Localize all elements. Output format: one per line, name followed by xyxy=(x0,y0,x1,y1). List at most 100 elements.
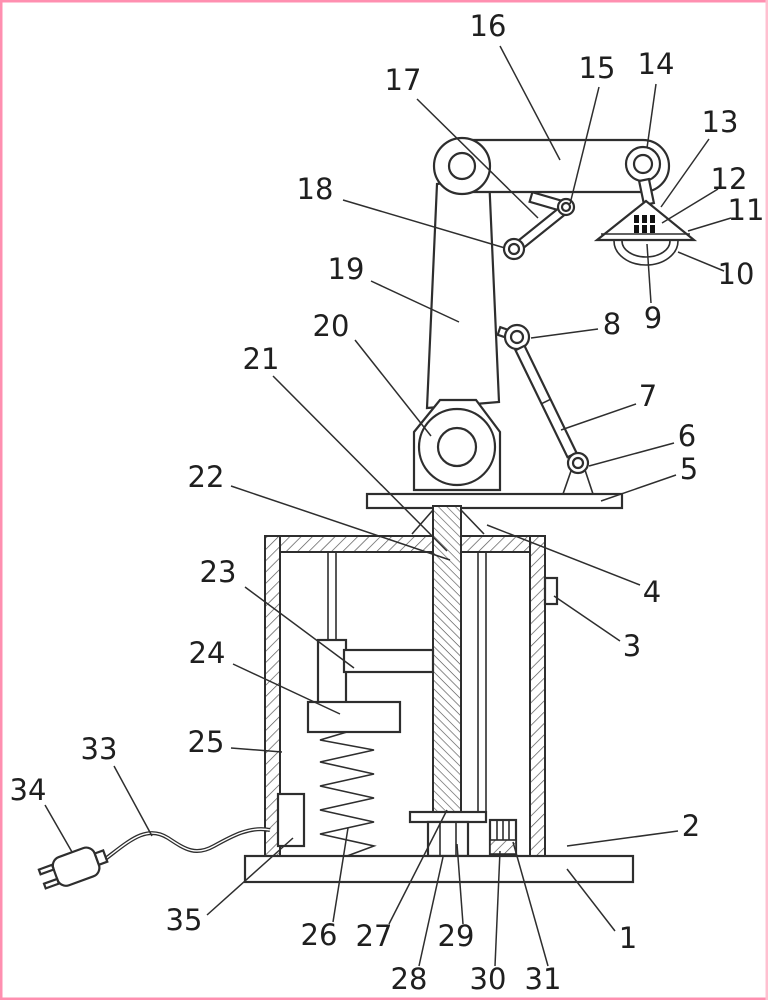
leader-16 xyxy=(499,45,561,161)
leader-9 xyxy=(646,243,652,304)
base-plate xyxy=(243,854,635,884)
effector-stem-link xyxy=(637,177,656,207)
leader-27 xyxy=(388,809,448,925)
part-label-15: 15 xyxy=(579,51,616,85)
leader-20 xyxy=(354,339,432,437)
leader-33 xyxy=(113,765,153,837)
support-strut xyxy=(496,323,594,495)
part-label-6: 6 xyxy=(678,419,696,453)
leader-4 xyxy=(486,524,641,586)
part-label-33: 33 xyxy=(81,732,118,766)
leader-23 xyxy=(244,586,355,669)
part-label-16: 16 xyxy=(470,9,507,43)
vertical-arm xyxy=(412,174,502,492)
grid-block xyxy=(642,225,647,233)
part-label-4: 4 xyxy=(643,575,661,609)
part-label-35: 35 xyxy=(166,903,203,937)
part-label-34: 34 xyxy=(10,773,47,807)
leader-lines xyxy=(44,45,732,967)
platform-rib-right xyxy=(460,509,485,535)
part-labels: 16 17 15 14 13 12 11 10 9 18 19 8 20 7 2… xyxy=(10,9,765,996)
scan-border-bottom xyxy=(0,997,768,1000)
leader-1 xyxy=(566,868,616,932)
part-label-17: 17 xyxy=(385,63,422,97)
grid-block xyxy=(634,225,639,233)
leader-17 xyxy=(416,98,539,219)
leader-12 xyxy=(661,188,719,224)
inner-mechanism xyxy=(276,505,518,858)
leader-26 xyxy=(332,827,349,923)
leader-13 xyxy=(660,138,710,208)
part-label-29: 29 xyxy=(438,919,475,953)
leader-29 xyxy=(456,843,464,925)
part-label-8: 8 xyxy=(603,307,621,341)
effector-grid-blocks xyxy=(634,215,655,233)
part-label-21: 21 xyxy=(243,342,280,376)
platform-plate xyxy=(365,492,624,510)
wall-power-box xyxy=(276,792,306,848)
part-label-22: 22 xyxy=(188,460,225,494)
part-label-14: 14 xyxy=(638,47,675,81)
rod-slider-block xyxy=(316,638,348,712)
part-label-19: 19 xyxy=(328,252,365,286)
side-tab xyxy=(543,576,559,606)
leader-15 xyxy=(569,86,600,205)
part-label-18: 18 xyxy=(297,172,334,206)
leader-6 xyxy=(588,442,675,467)
part-label-25: 25 xyxy=(188,725,225,759)
spring-seat-plate xyxy=(306,700,402,734)
part-label-20: 20 xyxy=(313,309,350,343)
scan-border-top xyxy=(0,0,768,3)
leader-22 xyxy=(230,485,451,561)
part-label-1: 1 xyxy=(619,921,637,955)
cross-bar xyxy=(342,648,435,674)
part-label-3: 3 xyxy=(623,629,641,663)
part-label-7: 7 xyxy=(639,379,657,413)
wrist-joint-inner-circle xyxy=(632,153,654,175)
scan-border-right xyxy=(765,0,768,1000)
power-cord-inner xyxy=(103,828,271,861)
lower-joint-pin-6 xyxy=(571,456,585,470)
screw-foot-plate xyxy=(408,810,488,824)
link-joint-pin-15 xyxy=(560,201,572,213)
part-label-13: 13 xyxy=(702,105,739,139)
leader-7 xyxy=(560,403,637,431)
leader-2 xyxy=(566,830,679,847)
grid-block xyxy=(634,215,639,223)
part-label-5: 5 xyxy=(680,452,698,486)
leader-28 xyxy=(418,856,444,967)
suction-cup-outer-arc xyxy=(613,240,679,266)
part-label-11: 11 xyxy=(728,193,765,227)
leader-31 xyxy=(512,841,549,967)
base-pivot-inner-circle xyxy=(436,426,478,468)
plug-prong-bottom xyxy=(42,877,61,890)
part-label-9: 9 xyxy=(644,301,662,335)
leader-18 xyxy=(342,199,506,249)
suction-cup-inner-arc xyxy=(621,240,671,258)
part-label-23: 23 xyxy=(200,555,237,589)
scan-border-left xyxy=(0,0,3,1000)
leader-5 xyxy=(600,474,677,502)
part-label-12: 12 xyxy=(711,162,748,196)
part-label-10: 10 xyxy=(718,257,755,291)
base-plate-rect xyxy=(243,854,635,884)
leader-24 xyxy=(232,663,341,715)
link-joint-pin-18 xyxy=(507,242,521,256)
leader-8 xyxy=(530,328,599,339)
strut-foot-line-right xyxy=(584,469,594,495)
strut-mid-line xyxy=(541,398,551,405)
compression-spring xyxy=(319,731,377,857)
part-label-31: 31 xyxy=(525,962,562,996)
leader-21 xyxy=(272,375,448,552)
part-label-28: 28 xyxy=(391,962,428,996)
leader-25 xyxy=(230,747,283,753)
platform-rib-left xyxy=(411,509,434,535)
shoulder-joint-inner-circle xyxy=(447,151,477,181)
top-arm-assembly xyxy=(432,136,671,261)
leader-19 xyxy=(370,280,460,323)
platform xyxy=(365,492,624,535)
leader-35 xyxy=(206,837,294,916)
part-label-27: 27 xyxy=(356,919,393,953)
plug-cord-nub xyxy=(93,849,109,867)
